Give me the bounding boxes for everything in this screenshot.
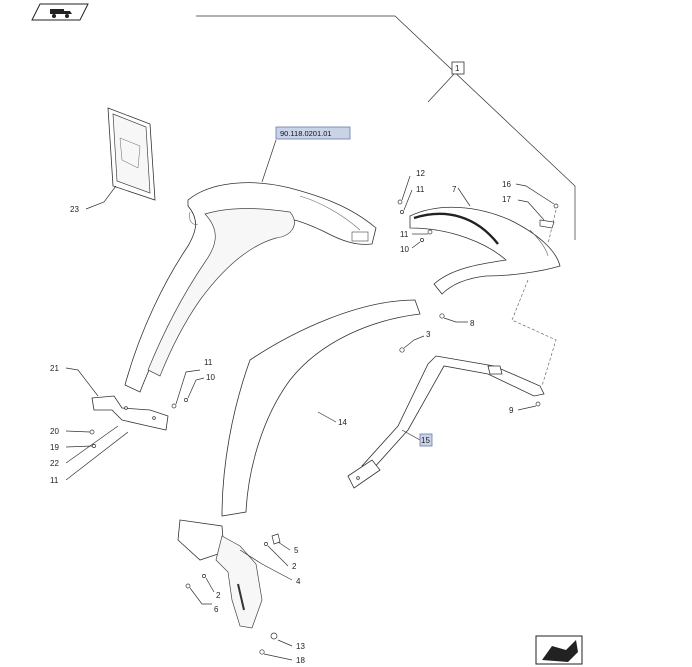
callout-20: 20 bbox=[50, 427, 59, 436]
leader-11-mid bbox=[175, 369, 201, 405]
assembly-line-stay bbox=[511, 279, 557, 387]
leader-9 bbox=[517, 405, 537, 411]
callout-16: 16 bbox=[502, 180, 511, 189]
leader-17 bbox=[517, 199, 545, 221]
callout-2-lower: 2 bbox=[216, 591, 221, 600]
reference-tag-box[interactable] bbox=[275, 126, 351, 140]
next-page-icon[interactable] bbox=[535, 635, 583, 665]
leader-6 bbox=[189, 587, 212, 605]
bolt-16[interactable] bbox=[553, 203, 559, 209]
callout-21: 21 bbox=[50, 364, 59, 373]
leader-10-top bbox=[411, 241, 421, 249]
leader-22 bbox=[65, 425, 119, 464]
leader-10-mid bbox=[187, 377, 205, 399]
leader-14 bbox=[317, 411, 337, 423]
callout-1: 1 bbox=[455, 64, 460, 73]
leader-7 bbox=[457, 187, 471, 207]
washer-10-top[interactable] bbox=[420, 238, 424, 242]
callout-10-mid: 10 bbox=[206, 373, 215, 382]
callout-9: 9 bbox=[509, 406, 514, 415]
bolt-11-lower[interactable] bbox=[427, 229, 433, 235]
leader-3 bbox=[403, 335, 425, 349]
callout-11-mid: 11 bbox=[204, 358, 213, 367]
bolt-8[interactable] bbox=[439, 313, 445, 319]
leader-2-upper bbox=[267, 545, 289, 567]
callout-11-lower: 11 bbox=[400, 230, 409, 239]
callout-2-upper: 2 bbox=[292, 562, 297, 571]
bracket-plate-part-21[interactable] bbox=[91, 395, 169, 431]
view-orientation-icon[interactable] bbox=[31, 3, 89, 21]
callout-13: 13 bbox=[296, 642, 305, 651]
leader-19 bbox=[65, 445, 93, 448]
callout-19: 19 bbox=[50, 443, 59, 452]
callout-18: 18 bbox=[296, 656, 305, 665]
leader-20 bbox=[65, 430, 91, 433]
callout-box-15[interactable] bbox=[419, 433, 433, 447]
leader-11-top bbox=[403, 189, 413, 211]
washer-19[interactable] bbox=[92, 444, 96, 448]
clip-13[interactable] bbox=[270, 632, 278, 640]
leader-16 bbox=[515, 183, 555, 205]
nut-5[interactable] bbox=[271, 533, 281, 545]
callout-12: 12 bbox=[416, 169, 425, 178]
leader-1 bbox=[427, 73, 455, 103]
bolt-11-mid[interactable] bbox=[171, 403, 177, 409]
leader-13 bbox=[277, 639, 293, 647]
callout-8: 8 bbox=[470, 319, 475, 328]
bolt-3[interactable] bbox=[399, 347, 405, 353]
callout-23: 23 bbox=[70, 205, 79, 214]
leader-15 bbox=[401, 429, 421, 441]
callout-5: 5 bbox=[294, 546, 299, 555]
leader-18 bbox=[263, 653, 293, 661]
washer-10-mid[interactable] bbox=[184, 398, 188, 402]
callout-10-top: 10 bbox=[400, 245, 409, 254]
washer-2-upper[interactable] bbox=[264, 542, 268, 546]
leader-12 bbox=[401, 175, 411, 201]
leader-4 bbox=[239, 549, 293, 581]
bolt-6[interactable] bbox=[185, 583, 191, 589]
callout-4: 4 bbox=[296, 577, 301, 586]
callout-11-top: 11 bbox=[416, 185, 425, 194]
reference-tag[interactable]: 90.118.0201.01 bbox=[280, 129, 332, 138]
callout-11-bracket: 11 bbox=[50, 476, 59, 485]
washer-11-top[interactable] bbox=[400, 210, 404, 214]
callout-14: 14 bbox=[338, 418, 347, 427]
callout-3: 3 bbox=[426, 330, 431, 339]
fender-extension-part-14[interactable] bbox=[221, 299, 421, 517]
rear-fender-assembly[interactable] bbox=[124, 182, 377, 393]
leader-5 bbox=[277, 541, 291, 551]
bolt-9[interactable] bbox=[535, 401, 541, 407]
callout-15[interactable]: 15 bbox=[421, 436, 430, 445]
screw-18[interactable] bbox=[259, 649, 265, 655]
lower-guard-part-4[interactable] bbox=[177, 519, 263, 629]
callout-box-1 bbox=[451, 61, 465, 75]
callout-6: 6 bbox=[214, 605, 219, 614]
nut-17[interactable] bbox=[539, 219, 555, 229]
stay-bracket-part-15[interactable] bbox=[347, 355, 545, 489]
assembly-bracket-line bbox=[196, 15, 576, 240]
leader-23 bbox=[85, 185, 117, 210]
washer-2-lower[interactable] bbox=[202, 574, 206, 578]
callout-7: 7 bbox=[452, 185, 457, 194]
fender-part-7[interactable] bbox=[409, 206, 561, 295]
leader-ref bbox=[261, 139, 277, 183]
leader-11-left bbox=[65, 431, 129, 481]
callout-17: 17 bbox=[502, 195, 511, 204]
leader-2-lower bbox=[205, 577, 215, 593]
callout-22: 22 bbox=[50, 459, 59, 468]
mud-flap-part-23[interactable] bbox=[107, 107, 156, 201]
leader-21 bbox=[65, 367, 99, 397]
bolt-20[interactable] bbox=[89, 429, 95, 435]
leader-8 bbox=[443, 317, 468, 323]
bolt-12[interactable] bbox=[397, 199, 403, 205]
